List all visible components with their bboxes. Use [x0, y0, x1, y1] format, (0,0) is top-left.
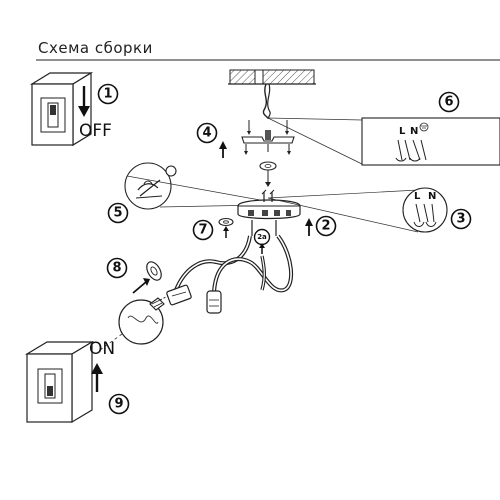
- step-8-badge: 8: [106, 257, 128, 279]
- wall-switch-off-icon: [29, 71, 94, 147]
- step-9-badge: 9: [108, 393, 130, 415]
- step-2-badge: 2: [315, 215, 337, 237]
- ceiling-icon: [228, 69, 316, 120]
- arrow-down-icon: [78, 86, 90, 117]
- arrow-up-icon: [259, 243, 265, 254]
- step-5-badge: 5: [107, 202, 129, 224]
- arrow-up-icon: [219, 141, 227, 158]
- diagram-title: Схема сборки: [38, 39, 153, 57]
- lamp-socket-icon: [206, 290, 222, 314]
- step-3-badge: 3: [450, 208, 472, 230]
- canopy-icon: [237, 189, 301, 236]
- step-7-badge: 7: [192, 219, 214, 241]
- mounting-bracket-icon: [241, 120, 295, 155]
- earth-icon: [419, 122, 429, 132]
- svg-text:2: 2: [321, 219, 330, 234]
- terminal-block-icon: [395, 139, 427, 162]
- wiring-detail-box: L N: [267, 117, 500, 166]
- terminal-label-n-top: N: [410, 126, 418, 137]
- terminal-zoom-3: L N: [267, 187, 448, 233]
- terminal-label-l: L: [414, 191, 421, 202]
- detail-zoom-5: [124, 162, 261, 210]
- small-ring-icon: [218, 217, 234, 227]
- lamp-socket-icon: [166, 284, 192, 306]
- svg-text:2a: 2a: [257, 233, 267, 241]
- arrow-icon: [132, 278, 150, 294]
- step-6-badge: 6: [438, 91, 460, 113]
- switch-off-label: OFF: [79, 121, 112, 141]
- svg-text:1: 1: [103, 87, 112, 102]
- terminal-label-n: N: [428, 191, 436, 202]
- svg-text:3: 3: [456, 212, 465, 227]
- bulb-icon: [99, 295, 169, 351]
- arrow-up-icon: [223, 226, 229, 238]
- arrow-up-icon: [305, 218, 313, 236]
- svg-text:6: 6: [444, 95, 453, 110]
- svg-text:7: 7: [198, 223, 207, 238]
- canopy-nut-icon: [259, 161, 277, 187]
- svg-text:8: 8: [112, 261, 121, 276]
- shade-ring-icon: [146, 261, 162, 281]
- svg-text:5: 5: [113, 206, 122, 221]
- svg-text:4: 4: [202, 126, 211, 141]
- arrow-up-icon: [91, 363, 103, 392]
- switch-on-label: ON: [89, 339, 115, 359]
- svg-text:9: 9: [114, 397, 123, 412]
- wall-switch-on-icon: [24, 340, 95, 424]
- step-1-badge: 1: [97, 83, 119, 105]
- step-2a-badge: 2a: [253, 228, 271, 246]
- terminal-label-l-top: L: [399, 126, 406, 137]
- cable-icon: [174, 234, 294, 293]
- step-4-badge: 4: [196, 122, 218, 144]
